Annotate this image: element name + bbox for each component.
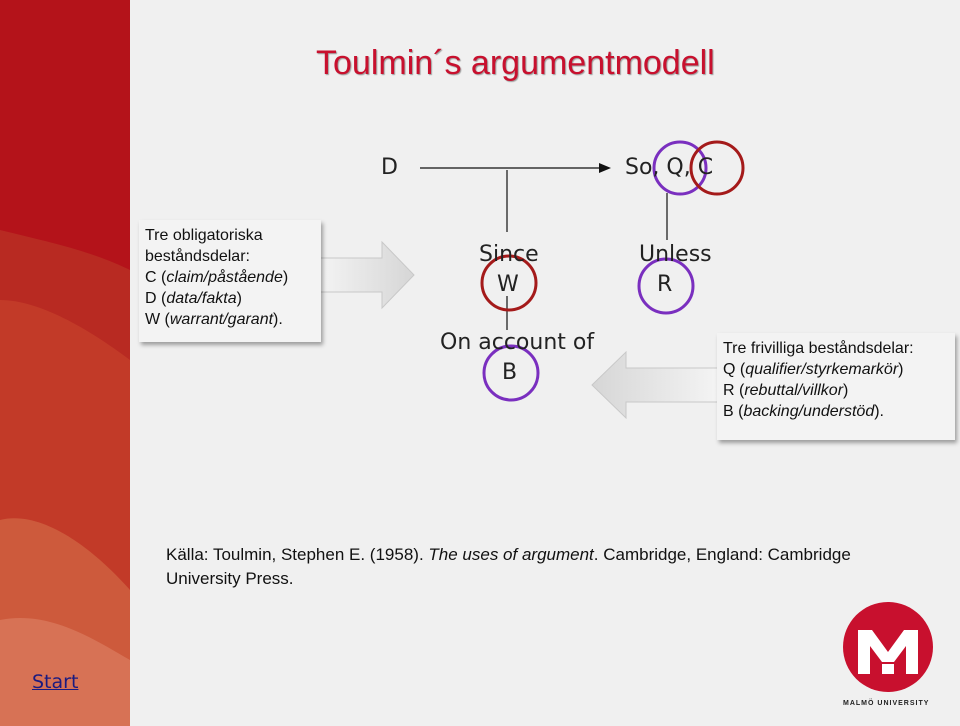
source-book-title: The uses of argument [428,545,594,564]
page-title: Toulmin´s argumentmodell [316,44,715,82]
mandatory-line: Tre obligatoriska [145,227,263,244]
optional-line: Tre frivilliga beståndsdelar: [723,340,914,357]
on-account-of-label: On account of [440,330,595,355]
rebuttal-circle [637,257,695,315]
logo-text: MALMÖ UNIVERSITY [843,700,930,707]
malmo-university-logo [843,602,933,692]
data-label: D [381,155,398,180]
arrowhead [599,163,611,173]
source-citation: Källa: Toulmin, Stephen E. (1958). The u… [166,543,866,591]
start-link[interactable]: Start [32,671,79,693]
mandatory-parts-box: Tre obligatoriska beståndsdelar: C (clai… [139,220,321,342]
mandatory-line: D (data/fakta) [145,290,242,307]
rebuttal-label: R [657,272,673,297]
qualifier-circle [652,140,708,196]
mandatory-arrow [317,240,415,310]
backing-label: B [502,360,518,385]
backing-term: backing/understöd [743,403,875,420]
warrant-label: W [497,272,519,297]
mandatory-line: beståndsdelar: [145,248,250,265]
optional-line: R (rebuttal/villkor) [723,382,849,399]
optional-parts-box: Tre frivilliga beståndsdelar: Q (qualifi… [717,333,955,440]
claim-term: claim/påstående [166,269,283,286]
warrant-circle [480,254,538,312]
qualifier-term: qualifier/styrkemarkör [745,361,899,378]
qualifier-claim-label: So, Q, C [625,155,714,180]
data-term: data/fakta [166,290,237,307]
optional-arrow [591,350,719,420]
source-suffix: . Cambridge, England: Cambridge Universi… [166,545,851,588]
rebuttal-term: rebuttal/villkor [744,382,844,399]
since-label: Since [479,242,539,267]
claim-circle [689,140,745,196]
optional-line: Q (qualifier/styrkemarkör) [723,361,904,378]
source-prefix: Källa: Toulmin, Stephen E. (1958). [166,545,429,564]
sidebar-decoration [0,0,130,726]
warrant-term: warrant/garant [169,311,274,328]
optional-line: B (backing/understöd). [723,403,884,420]
mandatory-line: C (claim/påstående) [145,269,289,286]
unless-label: Unless [639,242,712,267]
mandatory-line: W (warrant/garant). [145,311,283,328]
backing-circle [482,344,540,402]
